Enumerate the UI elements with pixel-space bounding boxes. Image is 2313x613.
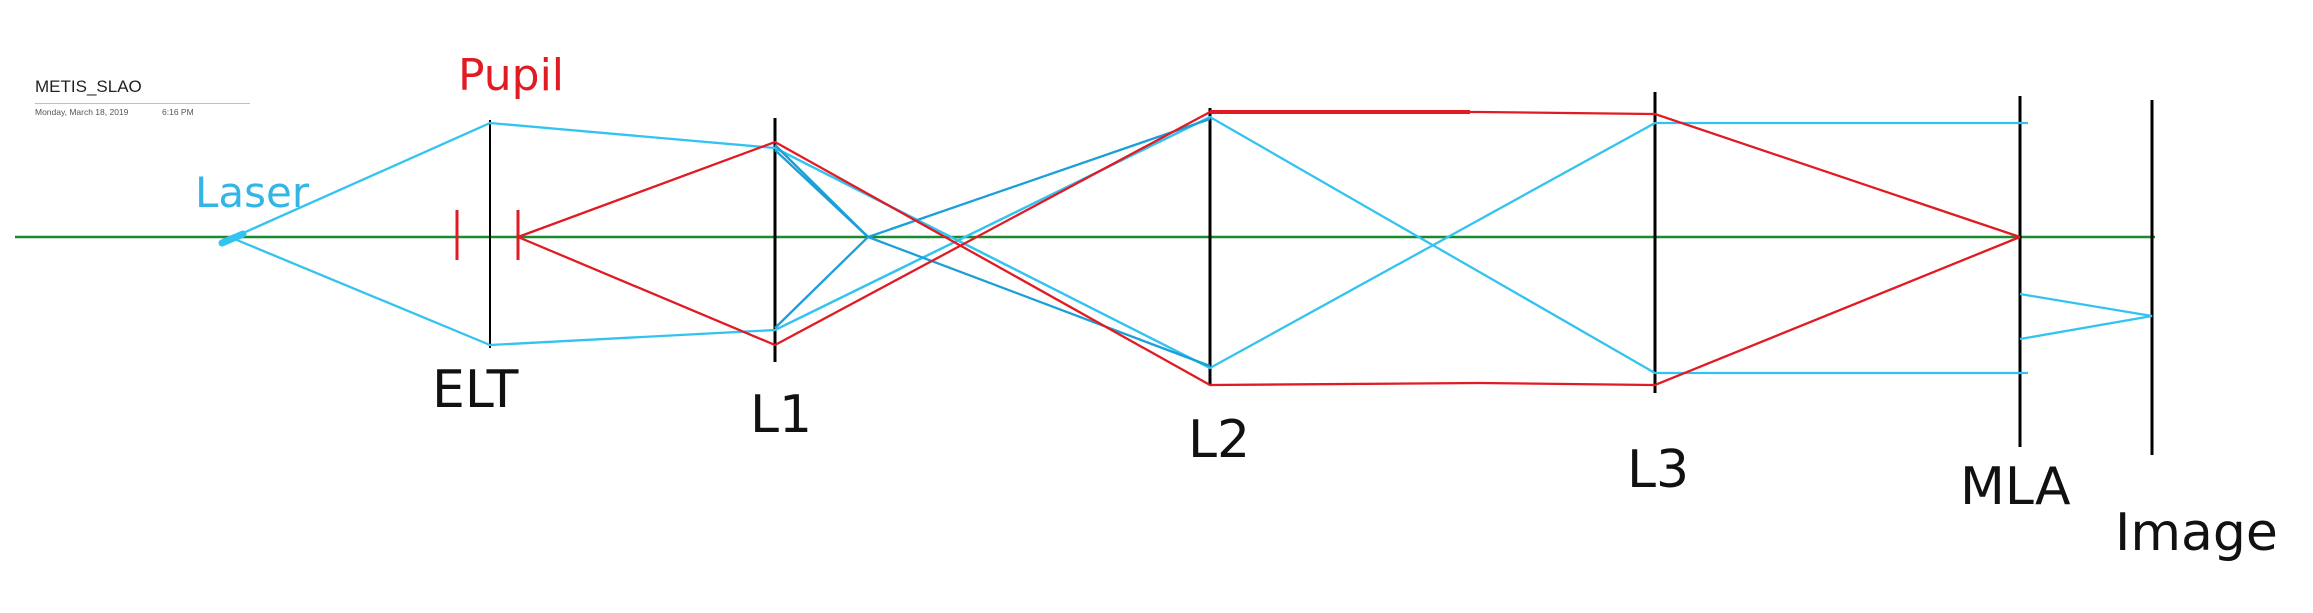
pupil-label: Pupil — [458, 50, 565, 101]
dark-ray-mid — [774, 149, 869, 238]
laser-label: Laser — [195, 168, 310, 217]
laser-ray-l1-upper-cross — [774, 146, 1211, 370]
laser-ray-image-focus — [2019, 292, 2153, 341]
elt-label: ELT — [432, 360, 519, 420]
l1-label: L1 — [750, 385, 813, 445]
l2-label: L2 — [1188, 410, 1251, 470]
page-date: Monday, March 18, 2019 — [35, 107, 129, 117]
title-underline — [35, 103, 250, 104]
page-title: METIS_SLAO — [35, 77, 142, 96]
laser-ray-upper — [231, 121, 2028, 370]
laser-ray-l1-lower-cross — [774, 115, 1211, 332]
mla-label: MLA — [1960, 457, 2071, 517]
laser-rays-dark — [774, 117, 1211, 368]
pupil-ray-lower — [517, 110, 2021, 347]
laser-rays — [231, 115, 2153, 375]
pupil-rays — [517, 110, 2021, 387]
pupil-ray-upper — [517, 140, 2021, 387]
l3-label: L3 — [1627, 440, 1690, 500]
page-time: 6:16 PM — [162, 107, 194, 117]
image-label: Image — [2115, 503, 2278, 563]
